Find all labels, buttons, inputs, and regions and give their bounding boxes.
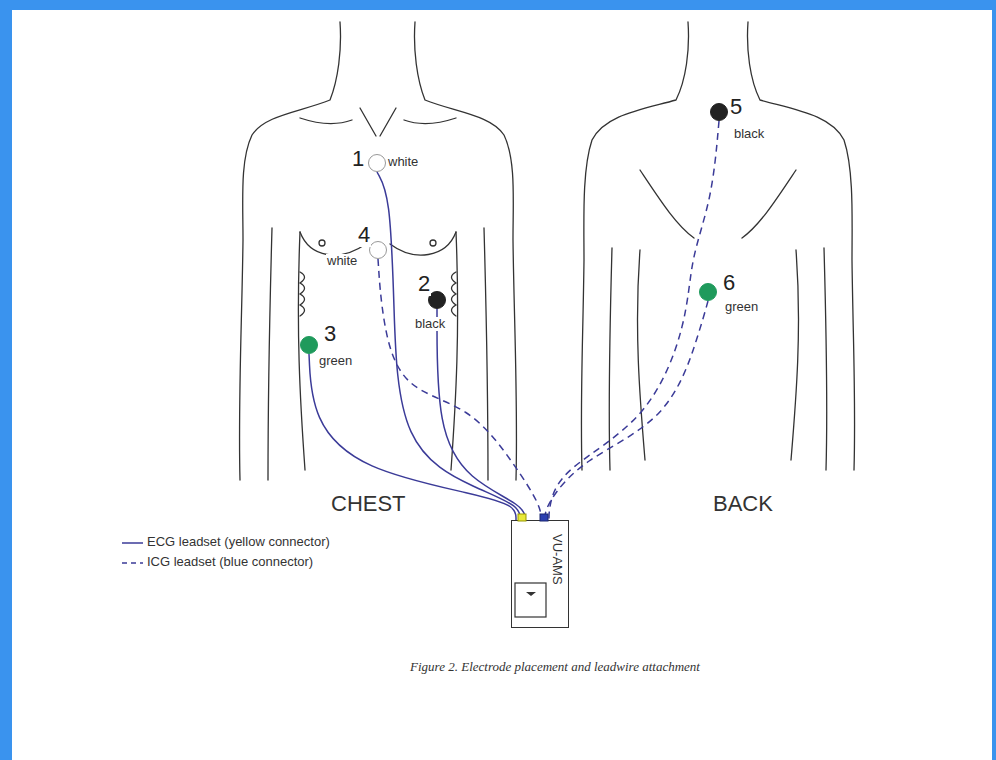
blue-connector (540, 514, 548, 521)
clavicle (300, 118, 456, 124)
electrode-colour: black (733, 127, 765, 141)
arm-line (609, 248, 612, 470)
electrode-number: 1 (351, 147, 365, 171)
chest-outline (239, 22, 340, 480)
electrode: 4white (369, 241, 387, 259)
ecg-leadwire (377, 172, 520, 520)
electrode-number: 4 (357, 223, 371, 247)
electrode-number: 6 (722, 271, 736, 295)
electrode: 5black (710, 103, 728, 121)
icg-leadwire (378, 259, 541, 520)
device-details (510, 514, 572, 534)
electrode: 2black (428, 291, 446, 309)
legend-dashed-sample (122, 562, 143, 564)
electrode: 6green (699, 283, 717, 301)
back-outline (581, 22, 688, 470)
icg-leadwire (545, 301, 708, 520)
yellow-connector (518, 514, 526, 521)
electrode-colour: white (387, 155, 419, 169)
rib-lines (300, 272, 305, 316)
scapula (742, 170, 796, 238)
electrode-colour: white (326, 254, 358, 268)
figure-caption: Figure 2. Electrode placement and leadwi… (0, 660, 996, 674)
electrode: 1white (368, 154, 386, 172)
arm-line (484, 228, 488, 480)
nipple (430, 240, 436, 246)
nipple (319, 240, 325, 246)
torso-side (637, 250, 798, 460)
view-label: CHEST (330, 492, 407, 516)
page-panel (12, 10, 992, 760)
view-label: BACK (712, 492, 774, 516)
device-label: VU-AMS (550, 533, 564, 586)
electrode-colour: green (724, 300, 759, 314)
chest-outline (414, 22, 516, 480)
legend-solid-sample (122, 542, 143, 544)
battery-compartment (512, 521, 552, 629)
back-outline (748, 22, 855, 470)
sternal-notch (360, 108, 396, 136)
electrode-colour: green (318, 354, 353, 368)
scapula (640, 170, 694, 238)
arm-line (268, 228, 272, 480)
electrode-number: 3 (323, 322, 337, 346)
torso-side (451, 232, 458, 470)
recorder-device: VU-AMS (511, 520, 569, 628)
electrode-number: 2 (417, 272, 431, 296)
icg-leadwire (549, 121, 719, 520)
legend-entry: ECG leadset (yellow connector) (146, 535, 331, 549)
electrode: 3green (300, 336, 318, 354)
electrode-number: 5 (729, 95, 743, 119)
arm-line (824, 248, 827, 470)
electrode-colour: black (414, 317, 446, 331)
ecg-leadwire (309, 354, 516, 520)
rib-lines (452, 272, 457, 316)
legend-entry: ICG leadset (blue connector) (146, 555, 314, 569)
